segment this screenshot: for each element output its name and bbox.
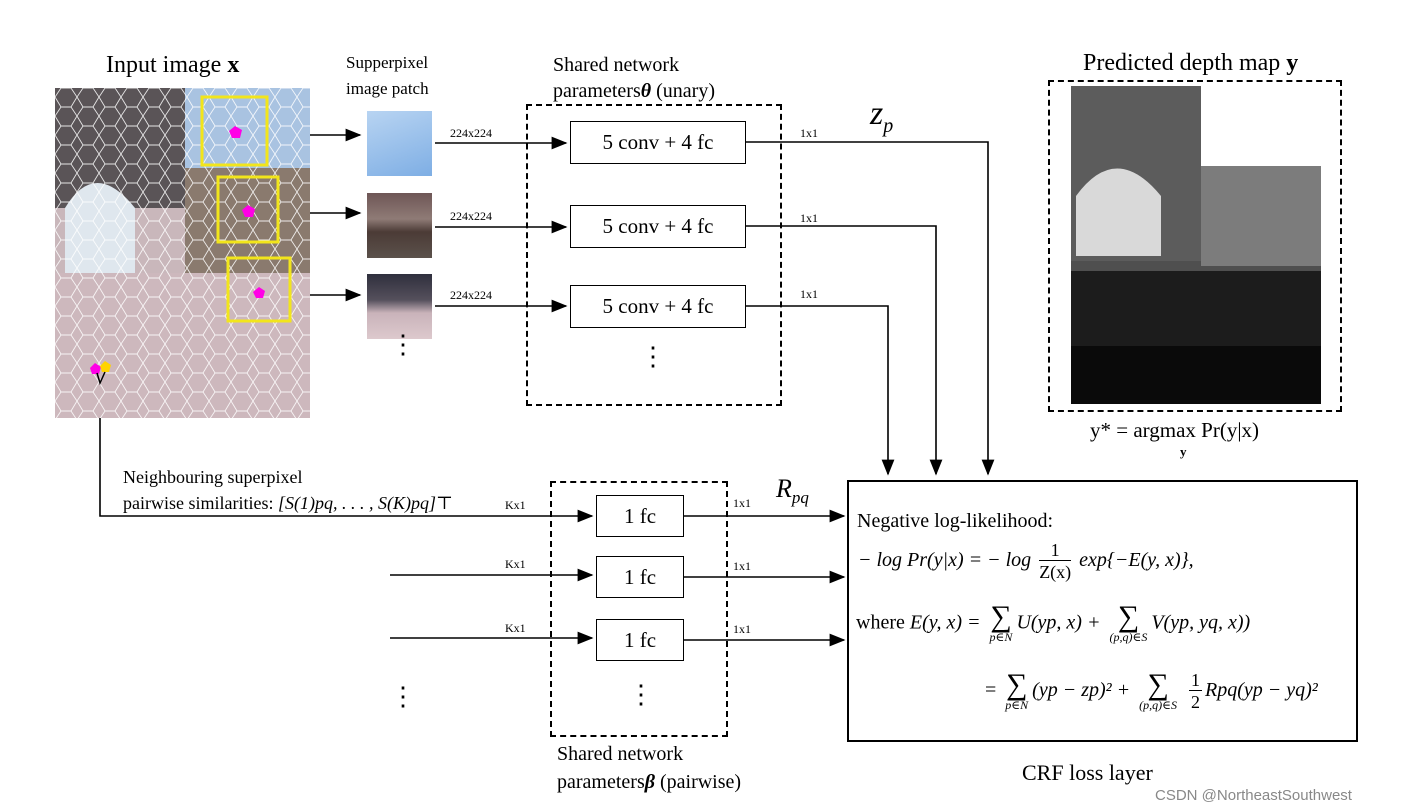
zp-label: zp [870,95,894,137]
unary-input-size-3: 224x224 [450,288,492,302]
input-image-title: Input image x [106,52,240,78]
pairwise-shared-network [550,481,728,737]
neighbour-similarities-label: Neighbouring superpixel pairwise similar… [123,467,453,513]
unary-shared-network [526,104,782,406]
pairwise-block-2: 1 fc [596,556,684,598]
unary-params-label: Shared network parametersθ (unary) [553,54,715,102]
pairwise-output-size-2: 1x1 [733,559,751,573]
superpixel-point-2 [242,205,255,217]
watermark: CSDN @NortheastSouthwest [1155,787,1352,804]
unary-block-2: 5 conv + 4 fc [570,205,746,248]
depth-map-title: Predicted depth map y [1083,50,1299,76]
argmax-subscript: y [1180,444,1187,459]
pair-point-a [90,363,101,374]
pairwise-input-size-2: Kx1 [505,557,526,571]
pairwise-output-size-3: 1x1 [733,622,751,636]
arrow-neighbour-to-fc-1 [99,380,594,523]
pairwise-ellipsis: ⋮ [628,680,654,709]
patch-building [367,193,432,258]
arrow-unary-2-to-crf [746,225,943,476]
argmax-formula: y* = argmax Pr(y|x) [1090,418,1260,442]
superpixel-point-3 [253,287,265,298]
patch-ellipsis: ⋮ [390,330,416,359]
superpixel-point-1 [229,126,242,138]
crf-caption: CRF loss layer [1022,760,1153,785]
unary-output-size-2: 1x1 [800,211,818,225]
sum-over-n: ∑p∈N [989,600,1013,645]
pair-point-b [100,361,111,372]
pairwise-params-label: Shared network parametersβ (pairwise) [557,743,742,793]
sum-over-s-2: ∑(p,q)∈S [1139,667,1178,712]
unary-block-1: 5 conv + 4 fc [570,121,746,164]
unary-ellipsis: ⋮ [640,342,666,371]
pairwise-output-size-1: 1x1 [733,496,751,510]
pairwise-block-1: 1 fc [596,495,684,537]
patch-sky [367,111,432,176]
rpq-label: Rpq [776,474,809,508]
crf-loss-box [847,480,1358,742]
sum-over-n-2: ∑p∈N [1005,667,1029,712]
highlight-box-1 [200,95,269,167]
pairwise-input-size-3: Kx1 [505,621,526,635]
depth-map-frame [1048,80,1342,412]
unary-output-size-3: 1x1 [800,287,818,301]
arrow-unary-1-to-crf [746,141,995,476]
patch-caption: Supperpixel image patch [346,53,429,98]
pairwise-input-ellipsis: ⋮ [390,682,416,711]
highlight-box-2 [216,175,280,244]
input-image [55,88,310,418]
unary-input-size-1: 224x224 [450,126,492,140]
unary-output-size-1: 1x1 [800,126,818,140]
unary-block-3: 5 conv + 4 fc [570,285,746,328]
highlight-box-3 [226,256,292,323]
sum-over-s: ∑(p,q)∈S [1109,600,1148,645]
patch-ground [367,274,432,339]
depth-map-image [1071,86,1321,404]
crf-heading: Negative log-likelihood: [857,510,1054,532]
arrow-unary-3-to-crf [746,305,895,476]
pairwise-block-3: 1 fc [596,619,684,661]
pairwise-input-size-1: Kx1 [505,498,526,512]
unary-input-size-2: 224x224 [450,209,492,223]
